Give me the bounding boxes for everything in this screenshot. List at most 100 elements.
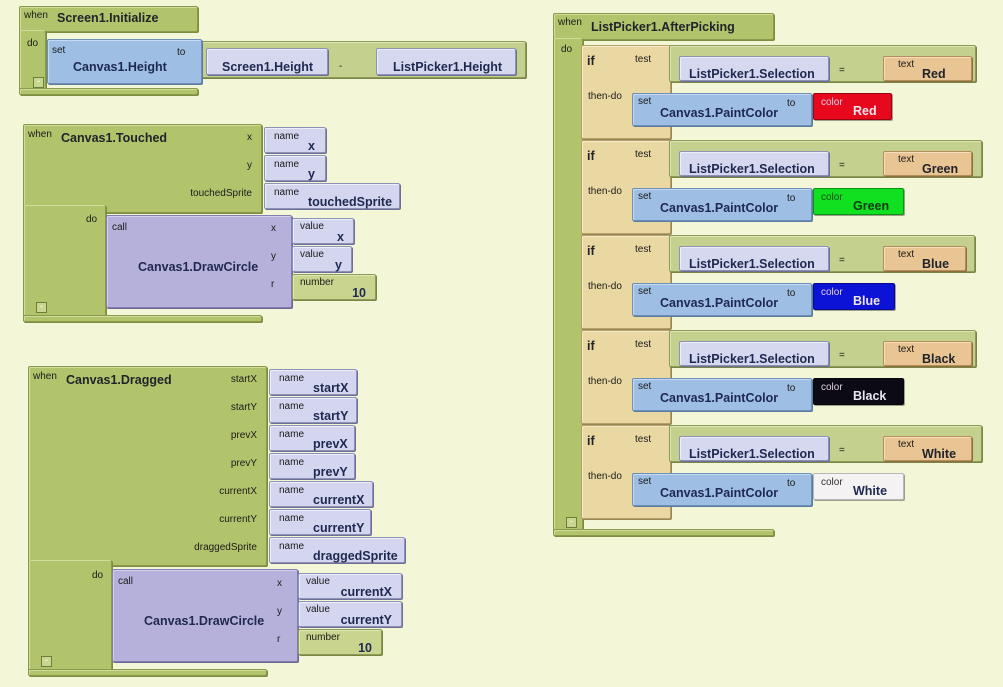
selection-getter[interactable]: [679, 341, 829, 366]
color-literal-block[interactable]: [813, 188, 904, 215]
equals-operator: =: [839, 350, 845, 361]
text-literal-block[interactable]: [883, 151, 972, 176]
param-name-value: startX: [313, 381, 349, 395]
param-name-block[interactable]: [264, 155, 326, 181]
color-literal-value: White: [853, 484, 888, 498]
arg-label: x: [277, 578, 282, 589]
set-paint-color-block[interactable]: [632, 473, 812, 506]
setter-target: Canvas1.PaintColor: [660, 391, 779, 405]
draw-circle-call-block[interactable]: [106, 215, 292, 308]
then-do-label: then-do: [588, 471, 622, 482]
event-header: [23, 124, 262, 213]
text-kind-label: text: [898, 344, 915, 355]
color-kind-label: color: [821, 287, 843, 298]
event-body: [553, 38, 583, 536]
setter-target: Canvas1.PaintColor: [660, 486, 779, 500]
color-literal-block[interactable]: [813, 93, 892, 120]
param-label: currentX: [219, 486, 257, 497]
color-kind-label: color: [821, 97, 843, 108]
setter-target: Canvas1.Height: [73, 60, 167, 74]
set-canvas-height-block[interactable]: [47, 39, 202, 84]
param-name-block[interactable]: [264, 183, 400, 209]
draw-circle-call-block[interactable]: [112, 569, 298, 662]
color-literal-block[interactable]: [813, 378, 904, 405]
color-literal-block[interactable]: [813, 473, 904, 500]
selection-name: ListPicker1.Selection: [689, 352, 815, 366]
screen-height-getter[interactable]: [206, 48, 328, 75]
param-name-value: prevX: [313, 437, 348, 451]
event-footer: [28, 669, 267, 676]
color-literal-block[interactable]: [813, 283, 895, 310]
arg-label: x: [271, 223, 276, 234]
set-label: set: [638, 381, 652, 392]
arg-value: x: [337, 230, 344, 244]
listpicker-height-getter[interactable]: [376, 48, 516, 75]
text-literal-block[interactable]: [883, 246, 966, 271]
param-name-block[interactable]: [269, 453, 355, 479]
param-name-block[interactable]: [264, 127, 326, 153]
param-kind-label: name: [279, 457, 305, 468]
to-label: to: [787, 193, 796, 204]
set-paint-color-block[interactable]: [632, 283, 812, 316]
param-label: x: [247, 132, 252, 143]
if-label: if: [587, 434, 595, 448]
param-label: startX: [230, 374, 257, 385]
arg-kind-label: number: [306, 632, 340, 643]
arg-number-block[interactable]: [298, 629, 382, 655]
arg-value-block[interactable]: [298, 573, 402, 599]
param-name-value: prevY: [313, 465, 348, 479]
param-kind-label: name: [279, 401, 305, 412]
set-paint-color-block[interactable]: [632, 378, 812, 411]
param-name-block[interactable]: [269, 397, 357, 423]
arg-value-block[interactable]: [292, 218, 354, 244]
collapse-button[interactable]: -: [566, 517, 577, 528]
text-literal-block[interactable]: [883, 436, 972, 461]
collapse-button[interactable]: -: [33, 77, 44, 88]
set-label: set: [638, 191, 652, 202]
param-name-block[interactable]: [269, 509, 371, 535]
test-label: test: [635, 434, 652, 445]
do-label: do: [27, 38, 39, 49]
event-header: [19, 6, 198, 32]
param-label: currentY: [219, 514, 257, 525]
arg-value-block[interactable]: [298, 601, 402, 627]
color-literal-value: Blue: [853, 294, 881, 308]
selection-getter[interactable]: [679, 246, 829, 271]
event-name: Canvas1.Touched: [61, 131, 168, 145]
event-header: [553, 13, 774, 40]
arg-label: r: [277, 634, 281, 645]
text-literal-value: Red: [922, 67, 946, 81]
set-paint-color-block[interactable]: [632, 93, 812, 126]
param-kind-label: name: [279, 485, 305, 496]
param-name-block[interactable]: [269, 537, 405, 563]
selection-getter[interactable]: [679, 151, 829, 176]
setter-target: Canvas1.PaintColor: [660, 296, 779, 310]
selection-getter[interactable]: [679, 56, 829, 81]
color-kind-label: color: [821, 192, 843, 203]
param-kind-label: name: [279, 429, 305, 440]
param-name-block[interactable]: [269, 369, 357, 395]
to-label: to: [787, 288, 796, 299]
event-footer: [553, 529, 774, 536]
text-literal-block[interactable]: [883, 341, 972, 366]
param-name-block[interactable]: [269, 481, 373, 507]
arg-kind-label: number: [300, 277, 334, 288]
collapse-button[interactable]: -: [36, 302, 47, 313]
param-label: draggedSprite: [194, 542, 257, 553]
collapse-button[interactable]: -: [41, 656, 52, 667]
selection-name: ListPicker1.Selection: [689, 257, 815, 271]
text-literal-block[interactable]: [883, 56, 972, 81]
set-paint-color-block[interactable]: [632, 188, 812, 221]
param-name-block[interactable]: [269, 425, 355, 451]
arg-number-block[interactable]: [292, 274, 376, 300]
arg-kind-label: value: [300, 221, 324, 232]
selection-getter[interactable]: [679, 436, 829, 461]
selection-name: ListPicker1.Selection: [689, 67, 815, 81]
arg-kind-label: value: [306, 604, 330, 615]
selection-name: ListPicker1.Selection: [689, 162, 815, 176]
arg-label: y: [277, 606, 282, 617]
method-name: Canvas1.DrawCircle: [138, 260, 259, 274]
arg-value-block[interactable]: [292, 246, 352, 272]
when-label: when: [24, 10, 48, 21]
arg-kind-label: value: [300, 249, 324, 260]
